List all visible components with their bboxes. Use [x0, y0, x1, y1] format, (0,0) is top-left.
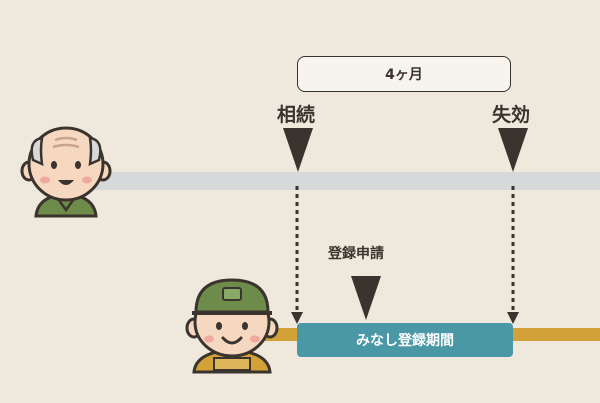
- inheritance-marker-triangle: [283, 128, 313, 172]
- lapse-marker-triangle: [498, 128, 528, 172]
- lapse-arrow-head: [507, 312, 519, 324]
- elder-timeline-bar: [60, 172, 600, 190]
- inheritance-label: 相続: [277, 104, 316, 126]
- lapse-label: 失効: [492, 104, 531, 126]
- registration-marker-triangle: [351, 276, 381, 320]
- deemed-registration-period-box: みなし登録期間: [297, 323, 513, 357]
- young-man-cap-icon: [185, 278, 279, 374]
- duration-label-box: 4ヶ月: [297, 56, 511, 92]
- duration-label: 4ヶ月: [385, 67, 423, 83]
- inheritance-arrow-head: [291, 312, 303, 324]
- registration-application-label: 登録申請: [328, 246, 384, 262]
- elderly-man-icon: [20, 126, 112, 218]
- deemed-registration-period-label: みなし登録期間: [356, 333, 454, 349]
